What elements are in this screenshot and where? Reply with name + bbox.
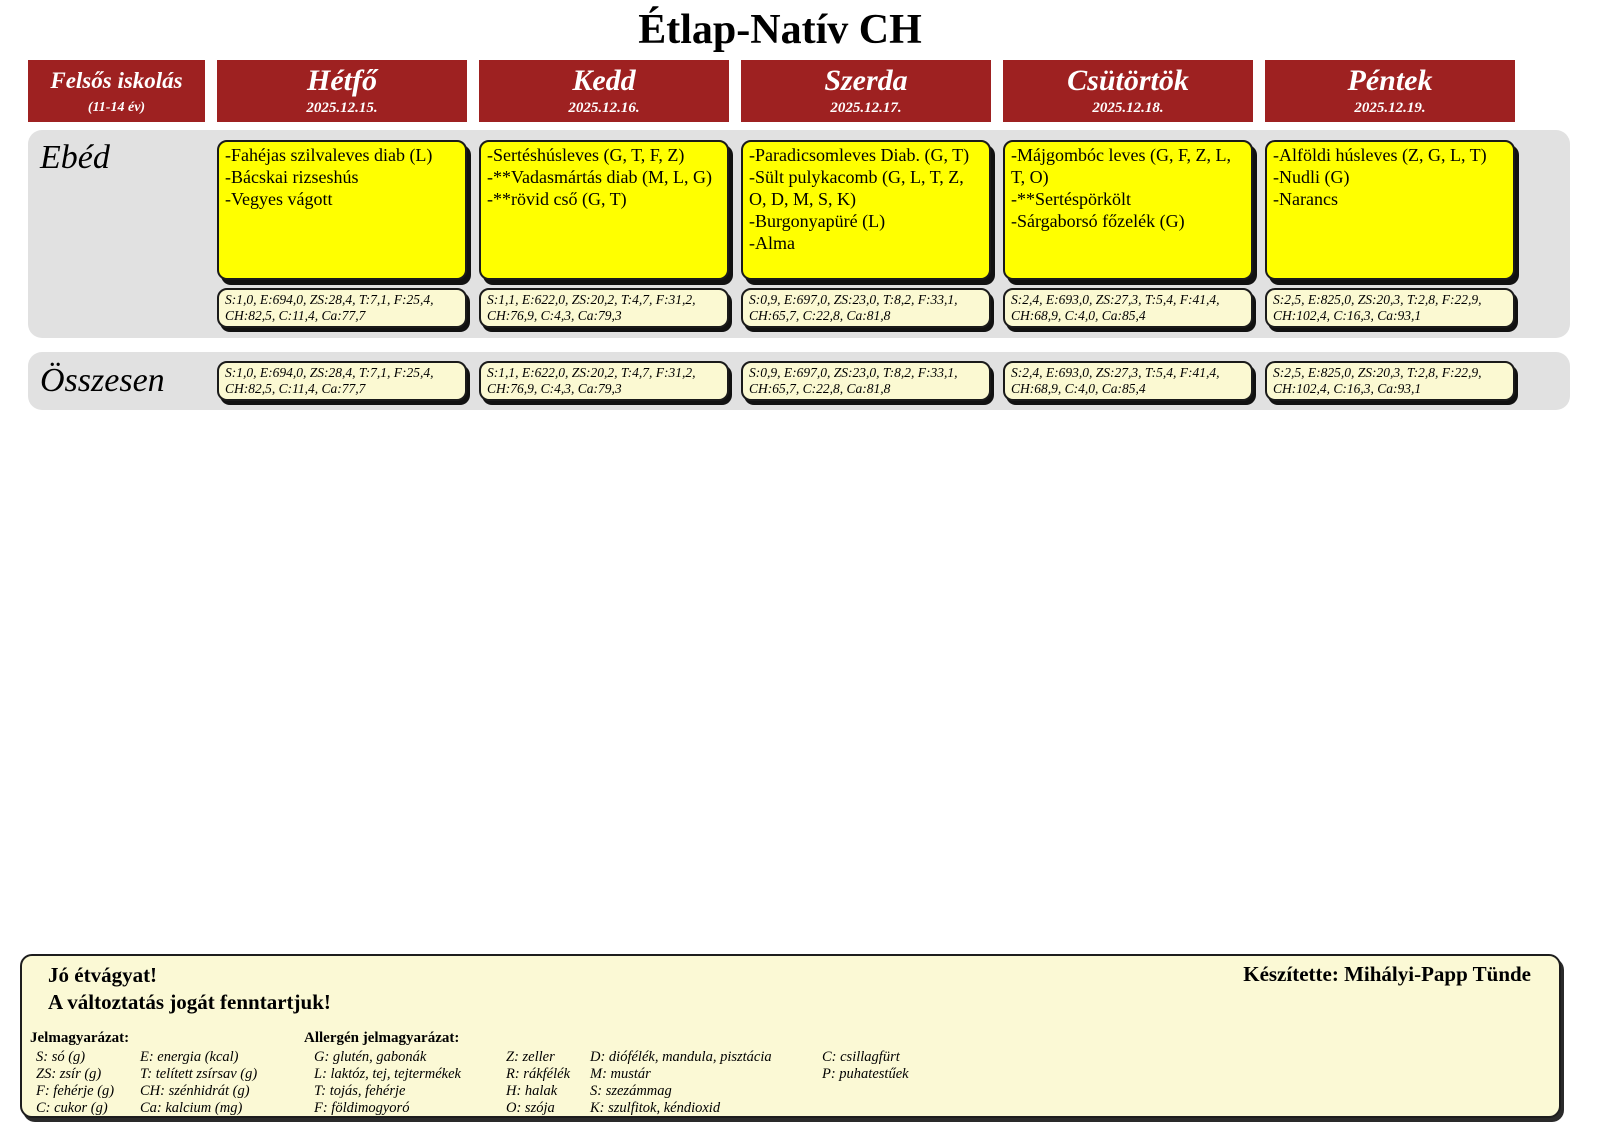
page-title: Étlap-Natív CH	[638, 7, 922, 53]
total-box-tuesday: S:1,1, E:622,0, ZS:20,2, T:4,7, F:31,2, …	[479, 361, 729, 401]
day-date: 2025.12.17.	[830, 100, 902, 116]
footer-wish-text: Jó étvágyat! A változtatás jogát fenntar…	[48, 962, 331, 1016]
total-row-label: Összesen	[40, 362, 165, 400]
made-by-text: Készítette: Mihályi-Papp Tünde	[1243, 962, 1531, 986]
table-header-row: Felsős iskolás (11-14 év) Hétfő 2025.12.…	[28, 60, 1600, 122]
menu-box-friday: -Alföldi húsleves (Z, G, L, T) -Nudli (G…	[1265, 140, 1515, 280]
nutrition-box-thursday: S:2,4, E:693,0, ZS:27,3, T:5,4, F:41,4, …	[1003, 288, 1253, 328]
lunch-row-label: Ebéd	[40, 139, 110, 176]
day-date: 2025.12.15.	[306, 100, 378, 116]
day-header-tuesday: Kedd 2025.12.16.	[479, 60, 729, 122]
menu-box-monday: -Fahéjas szilvaleves diab (L) -Bácskai r…	[217, 140, 467, 280]
lunch-cell-thursday: -Májgombóc leves (G, F, Z, L, T, O) -**S…	[1003, 140, 1253, 328]
menu-box-wednesday: -Paradicsomleves Diab. (G, T) -Sült puly…	[741, 140, 991, 280]
nutrition-box-friday: S:2,5, E:825,0, ZS:20,3, T:2,8, F:22,9, …	[1265, 288, 1515, 328]
lunch-cell-monday: -Fahéjas szilvaleves diab (L) -Bácskai r…	[217, 140, 467, 328]
total-box-friday: S:2,5, E:825,0, ZS:20,3, T:2,8, F:22,9, …	[1265, 361, 1515, 401]
legend-column-nutrients-1: S: só (g) ZS: zsír (g) F: fehérje (g) C:…	[36, 1049, 115, 1116]
legend-column-nutrients-2: E: energia (kcal) T: telített zsírsav (g…	[140, 1049, 258, 1116]
lunch-cell-wednesday: -Paradicsomleves Diab. (G, T) -Sült puly…	[741, 140, 991, 328]
day-date: 2025.12.19.	[1354, 100, 1426, 116]
menu-box-thursday: -Májgombóc leves (G, F, Z, L, T, O) -**S…	[1003, 140, 1253, 280]
allergen-legend-title: Allergén jelmagyarázat:	[304, 1030, 460, 1046]
day-date: 2025.12.16.	[568, 100, 640, 116]
lunch-cell-tuesday: -Sertéshúsleves (G, T, F, Z) -**Vadasmár…	[479, 140, 729, 328]
total-box-thursday: S:2,4, E:693,0, ZS:27,3, T:5,4, F:41,4, …	[1003, 361, 1253, 401]
day-header-thursday: Csütörtök 2025.12.18.	[1003, 60, 1253, 122]
day-header-friday: Péntek 2025.12.19.	[1265, 60, 1515, 122]
day-header-monday: Hétfő 2025.12.15.	[217, 60, 467, 122]
day-name: Szerda	[824, 64, 908, 97]
nutrition-box-monday: S:1,0, E:694,0, ZS:28,4, T:7,1, F:25,4, …	[217, 288, 467, 328]
legend-column-allergens-2: Z: zeller R: rákfélék H: halak O: szója	[506, 1049, 571, 1116]
day-date: 2025.12.18.	[1092, 100, 1164, 116]
legend-title: Jelmagyarázat:	[30, 1030, 130, 1046]
nutrition-box-wednesday: S:0,9, E:697,0, ZS:23,0, T:8,2, F:33,1, …	[741, 288, 991, 328]
lunch-row: Ebéd -Fahéjas szilvaleves diab (L) -Bács…	[28, 130, 1570, 338]
rights-text: A változtatás jogát fenntartjuk!	[48, 990, 331, 1014]
total-row: Összesen S:1,0, E:694,0, ZS:28,4, T:7,1,…	[28, 352, 1570, 410]
group-header-cell: Felsős iskolás (11-14 év)	[28, 60, 205, 122]
day-name: Hétfő	[307, 64, 377, 97]
total-box-wednesday: S:0,9, E:697,0, ZS:23,0, T:8,2, F:33,1, …	[741, 361, 991, 401]
day-header-wednesday: Szerda 2025.12.17.	[741, 60, 991, 122]
day-name: Kedd	[572, 64, 636, 97]
lunch-cell-friday: -Alföldi húsleves (Z, G, L, T) -Nudli (G…	[1265, 140, 1515, 328]
legend-column-allergens-1: G: glutén, gabonák L: laktóz, tej, tejte…	[314, 1049, 461, 1116]
group-age-label: (11-14 év)	[87, 100, 146, 115]
nutrition-box-tuesday: S:1,1, E:622,0, ZS:20,2, T:4,7, F:31,2, …	[479, 288, 729, 328]
legend-column-allergens-4: C: csillagfürt P: puhatestűek	[822, 1049, 909, 1082]
day-name: Csütörtök	[1067, 64, 1189, 97]
footer-panel: Jó étvágyat! A változtatás jogát fenntar…	[20, 954, 1561, 1118]
bon-appetit-text: Jó étvágyat!	[48, 963, 158, 987]
menu-box-tuesday: -Sertéshúsleves (G, T, F, Z) -**Vadasmár…	[479, 140, 729, 280]
group-label: Felsős iskolás	[50, 68, 183, 93]
total-box-monday: S:1,0, E:694,0, ZS:28,4, T:7,1, F:25,4, …	[217, 361, 467, 401]
legend-column-allergens-3: D: diófélék, mandula, pisztácia M: mustá…	[590, 1049, 772, 1116]
day-name: Péntek	[1347, 64, 1433, 97]
